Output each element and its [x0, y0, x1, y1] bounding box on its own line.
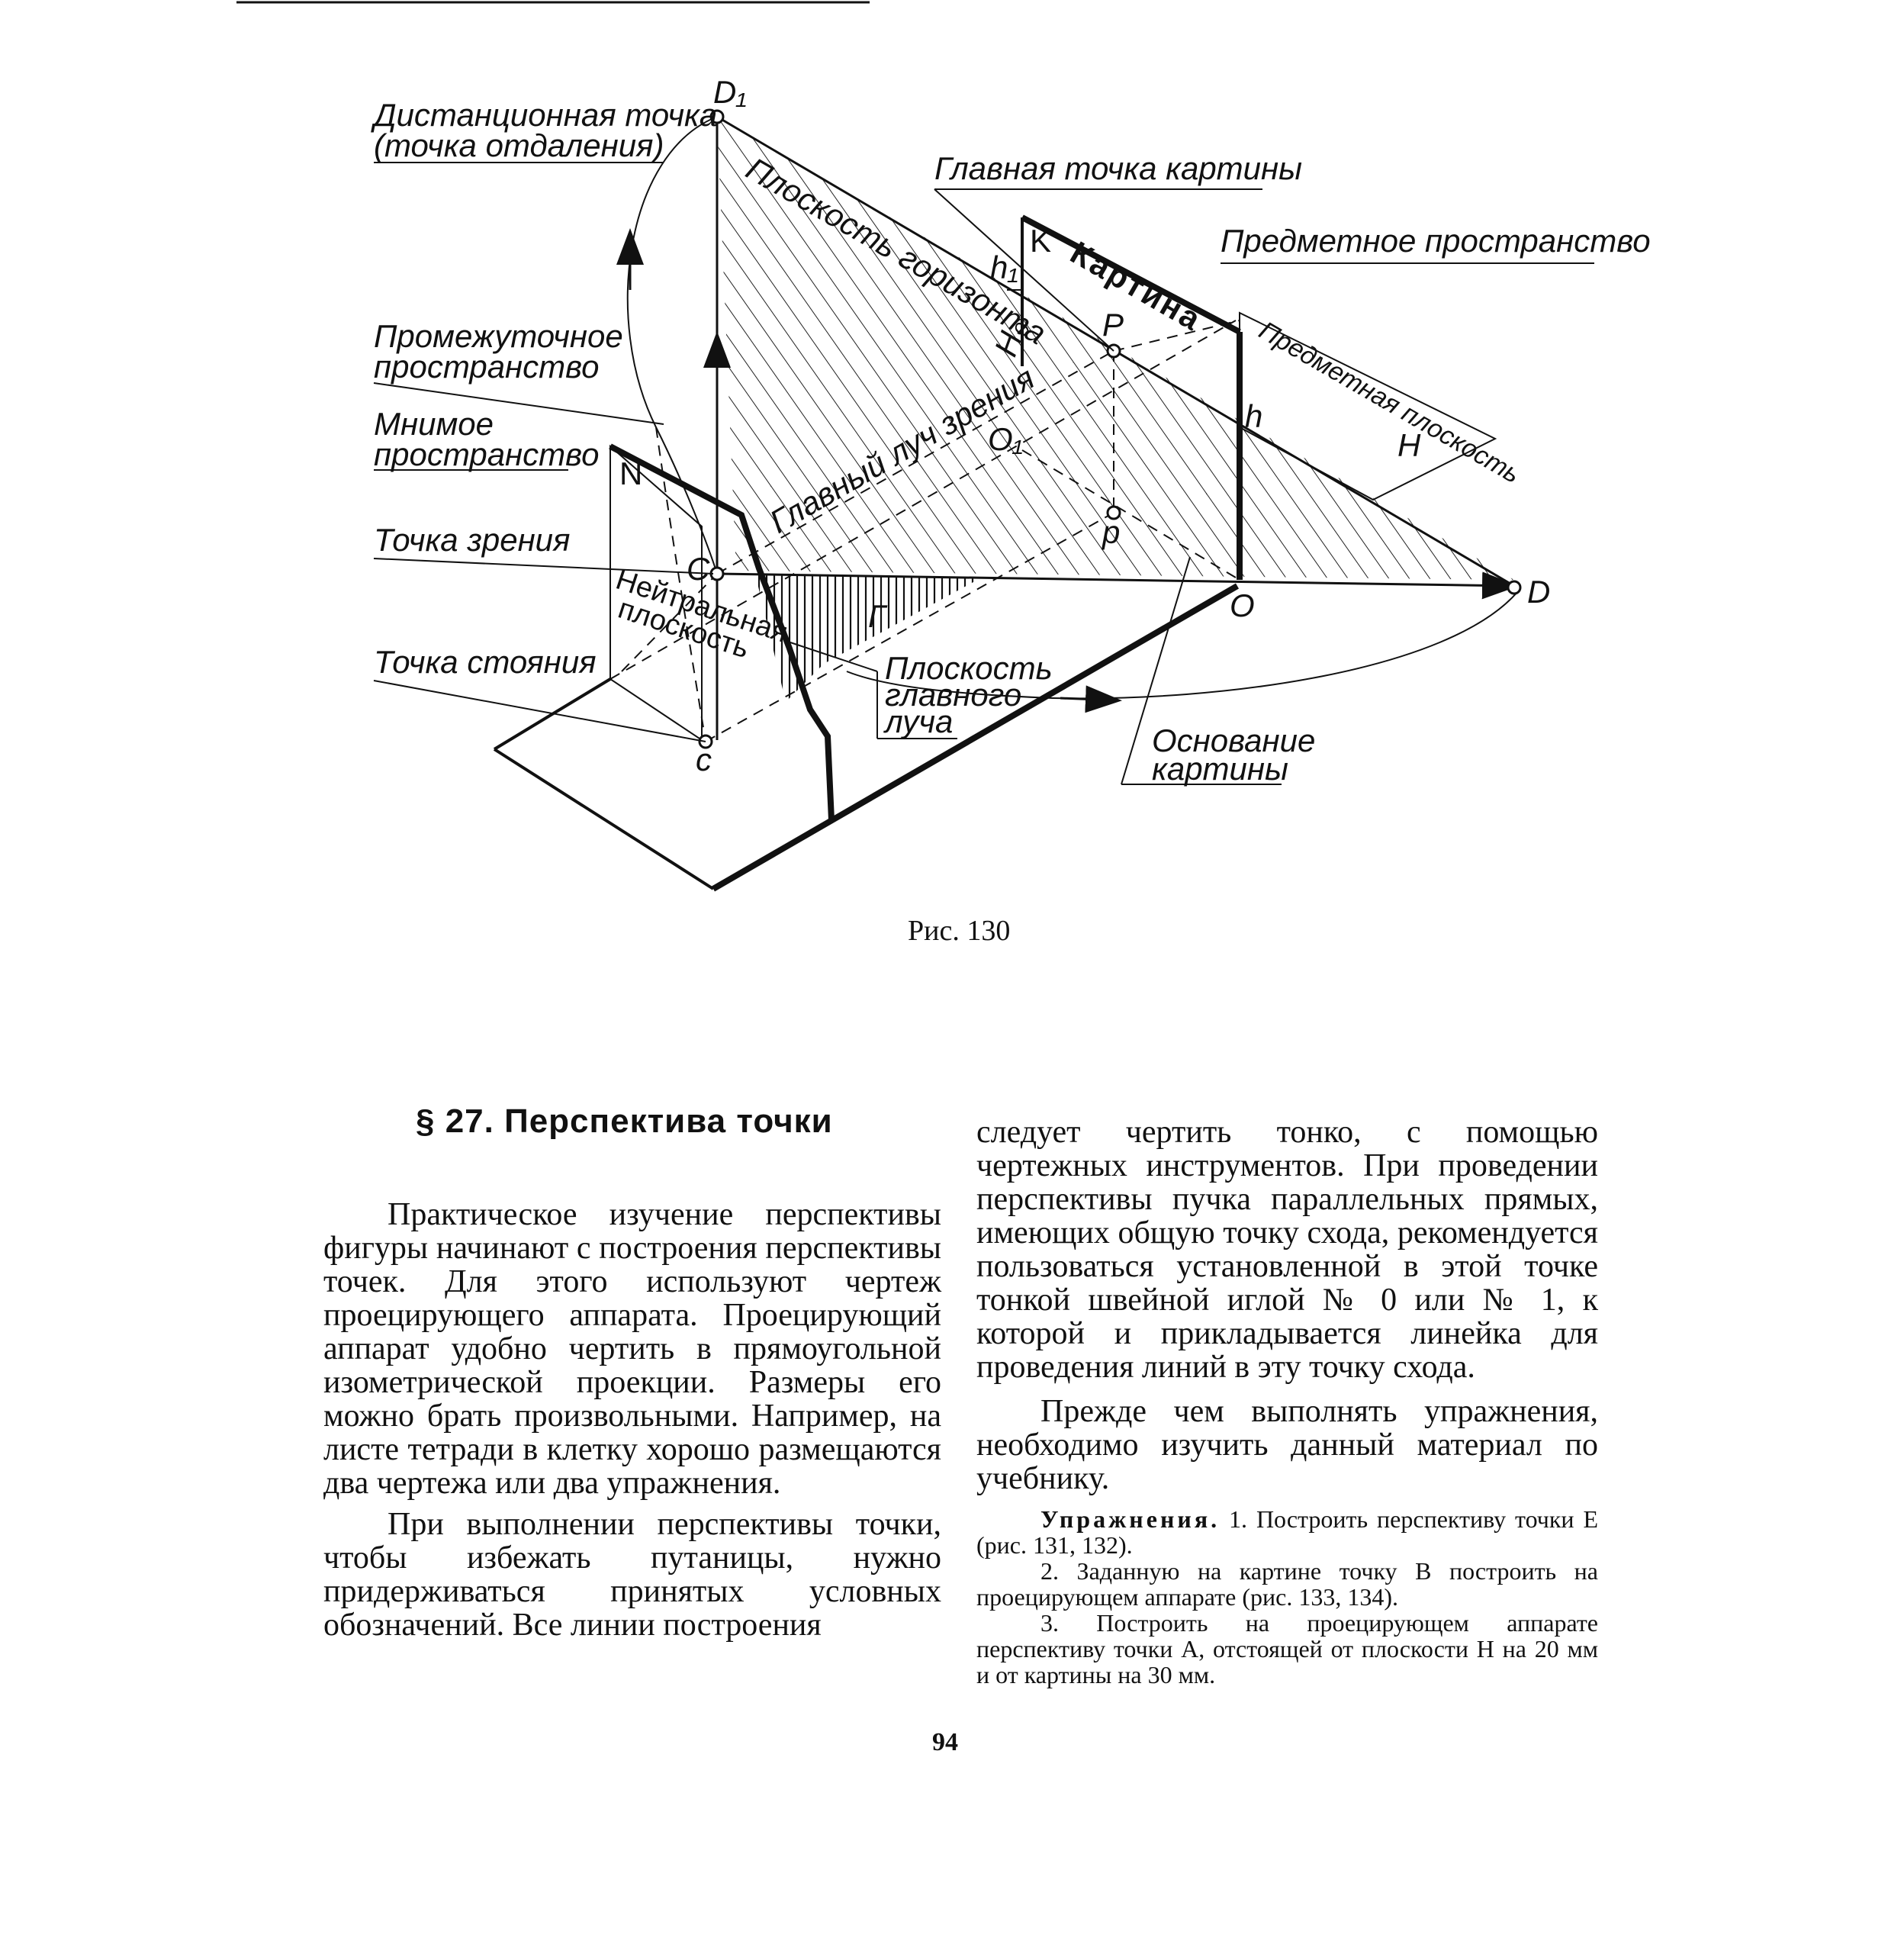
point-label-G: Г	[868, 598, 888, 634]
point-D1	[709, 109, 725, 124]
distance-arc-left	[626, 116, 718, 575]
horizon-plane-hatch-lower	[763, 571, 1514, 580]
distance-arc-left-dashed	[655, 426, 706, 742]
label-distance-point-1: Дистанционная точка	[371, 97, 717, 133]
perspective-apparatus-diagram: Дистанционная точка (точка отдаления) Гл…	[236, 1, 1651, 892]
label-main-ray-plane-2: главного	[885, 677, 1021, 713]
ground-back-edge	[609, 320, 1237, 680]
leader-eye-point	[373, 558, 714, 575]
point-p	[1106, 505, 1121, 520]
point-label-h1: h₁	[990, 249, 1018, 285]
label-eye-point: Точка зрения	[374, 522, 570, 558]
left-paragraph-1: Практическое изучение перспективы фигуры…	[323, 1197, 941, 1501]
label-station-point: Точка стояния	[374, 644, 597, 680]
label-distance-point-2: (точка отдаления)	[374, 127, 664, 163]
leader-intermediate	[373, 382, 664, 425]
figure-caption: Рис. 130	[908, 915, 1011, 947]
point-label-N: N	[619, 455, 642, 491]
ground-front-edge	[493, 748, 715, 890]
point-label-c: c	[696, 742, 712, 777]
label-intermediate-1: Промежуточное	[374, 318, 623, 354]
point-label-D: D	[1527, 574, 1550, 610]
label-object-plane-H: H	[1397, 427, 1421, 463]
object-plane-H	[1239, 311, 1497, 501]
right-column: следует чертить тонко, с помощью чертежн…	[976, 1115, 1598, 1688]
label-main-ray-plane-1: Плоскость	[885, 650, 1053, 686]
dashed-P-O	[1113, 320, 1240, 352]
right-paragraph-2: Прежде чем выполнять упражнения, необход…	[976, 1394, 1598, 1496]
dashed-O1-O	[1021, 449, 1240, 581]
distance-arc-bottom	[846, 591, 1519, 700]
label-picture-base-1: Основание	[1152, 723, 1315, 758]
label-main-ray-plane-3: луча	[883, 703, 953, 739]
neutral-plane-thick-edge	[609, 443, 835, 821]
point-D	[1507, 580, 1522, 595]
left-paragraph-2: При выполнении перспективы точки, чтобы …	[323, 1507, 941, 1643]
leader-station-point	[373, 680, 706, 742]
exercise-1: Упражнения. 1. Построить перспективу точ…	[976, 1506, 1598, 1558]
exercise-2: 2. Заданную на картине точку B построить…	[976, 1557, 1598, 1611]
point-label-D1: D₁	[713, 74, 747, 110]
point-label-O: O	[1230, 587, 1255, 623]
label-main-point: Главная точка картины	[934, 150, 1302, 186]
label-intermediate-2: пространство	[374, 349, 600, 385]
dashed-main-ray	[716, 350, 1114, 575]
label-picture-plane: Картина	[1065, 234, 1209, 338]
point-label-K: K	[1030, 223, 1051, 259]
label-imaginary-2: пространство	[374, 436, 600, 472]
point-label-h: h	[1245, 398, 1262, 434]
main-ray-plane-hatch	[755, 574, 980, 702]
point-label-C: C	[687, 551, 710, 587]
leader-main-ray-plane	[785, 640, 878, 672]
label-object-space: Предметное пространство	[1221, 223, 1651, 259]
leader-main-point	[934, 188, 1114, 352]
exercise-3: 3. Построить на проецирующем аппарате пе…	[976, 1609, 1598, 1688]
exercises-label: Упражнения.	[1040, 1505, 1221, 1533]
arc-arrow-bottom	[1060, 685, 1122, 713]
exercise-1-text: 1. Построить перспективу точки E (рис. 1…	[976, 1505, 1598, 1559]
point-label-O1: O₁	[988, 421, 1023, 457]
dashed-c-p	[705, 512, 1114, 742]
right-paragraph-1: следует чертить тонко, с помощью чертежн…	[976, 1115, 1598, 1385]
left-column: Практическое изучение перспективы фигуры…	[323, 1198, 941, 1642]
picture-plane-top-edge	[1021, 214, 1241, 335]
label-imaginary-1: Мнимое	[374, 406, 494, 442]
point-label-P: P	[1102, 307, 1124, 343]
ground-right-edge	[711, 583, 1240, 892]
label-picture-base-2: картины	[1152, 751, 1288, 787]
page-number: 94	[932, 1728, 958, 1756]
dashed-C-c	[621, 573, 718, 672]
leader-base	[1121, 556, 1191, 785]
point-label-p: p	[1101, 514, 1120, 550]
section-heading: § 27. Перспектива точки	[416, 1102, 833, 1140]
